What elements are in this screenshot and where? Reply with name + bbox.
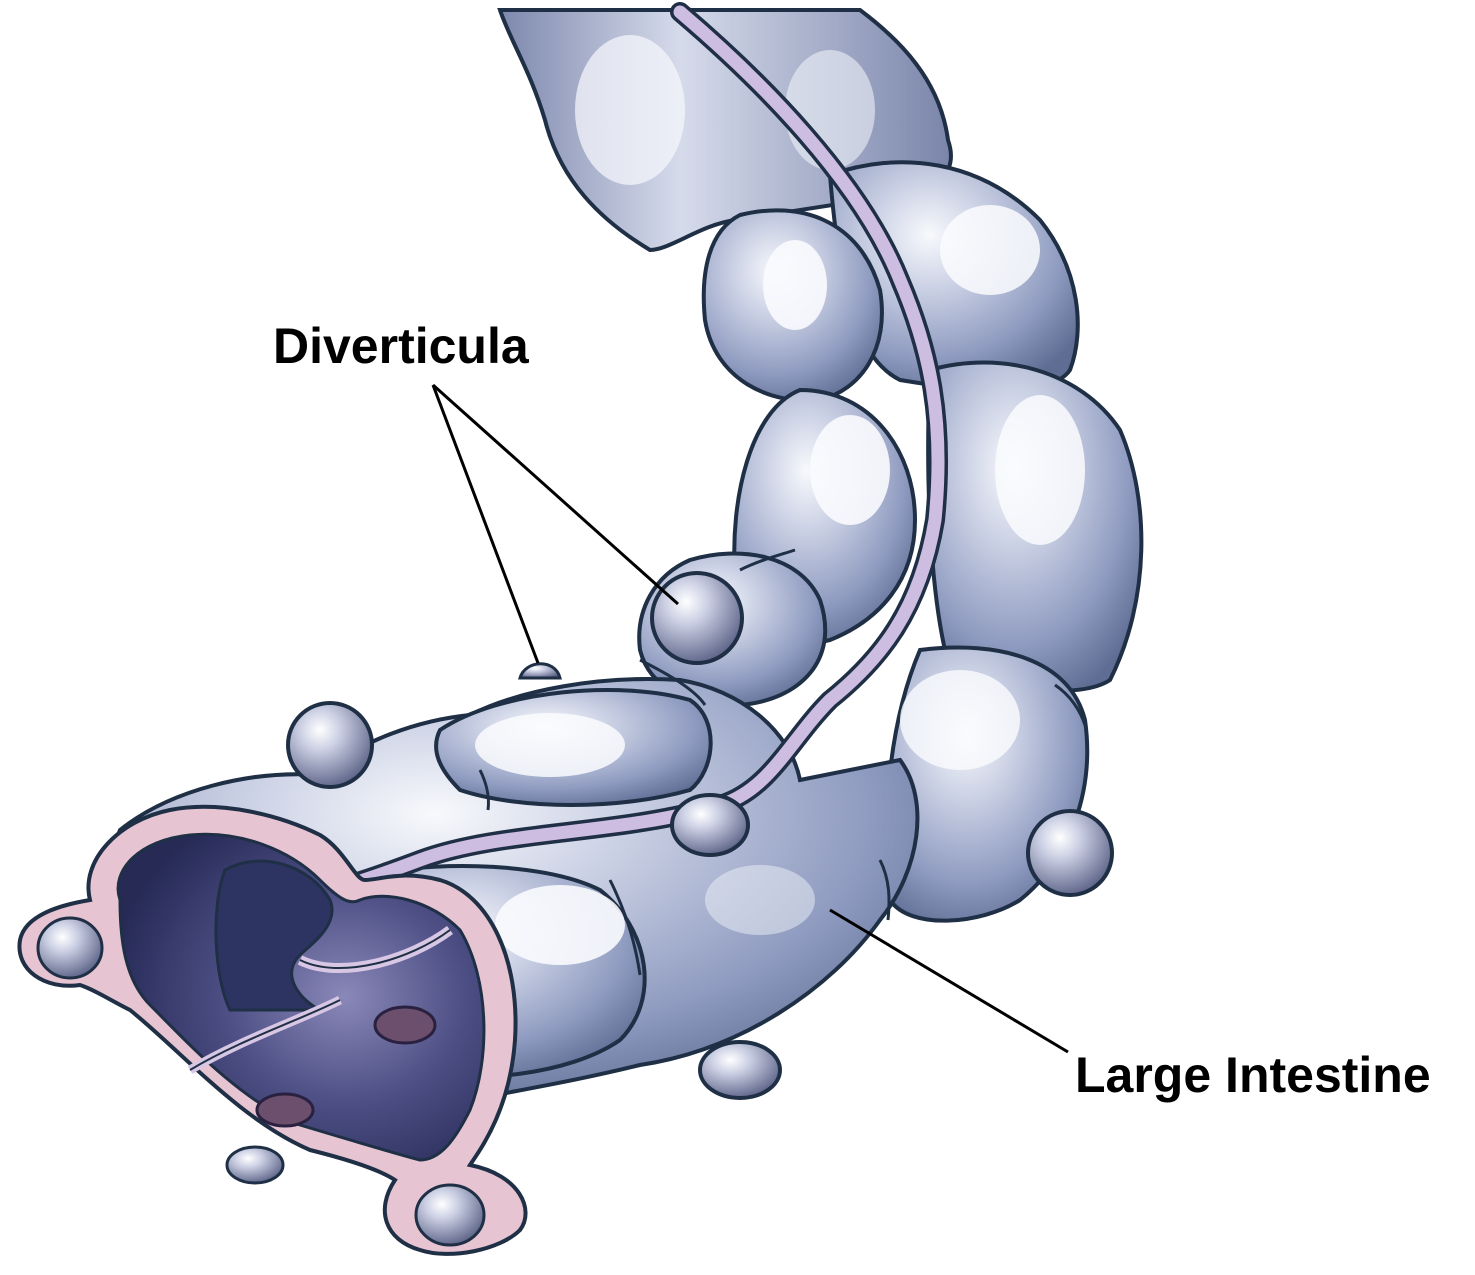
- diverticula-label: Diverticula: [273, 318, 530, 374]
- large-intestine-label: Large Intestine: [1075, 1047, 1431, 1103]
- large-intestine-leader-line: [830, 910, 1068, 1052]
